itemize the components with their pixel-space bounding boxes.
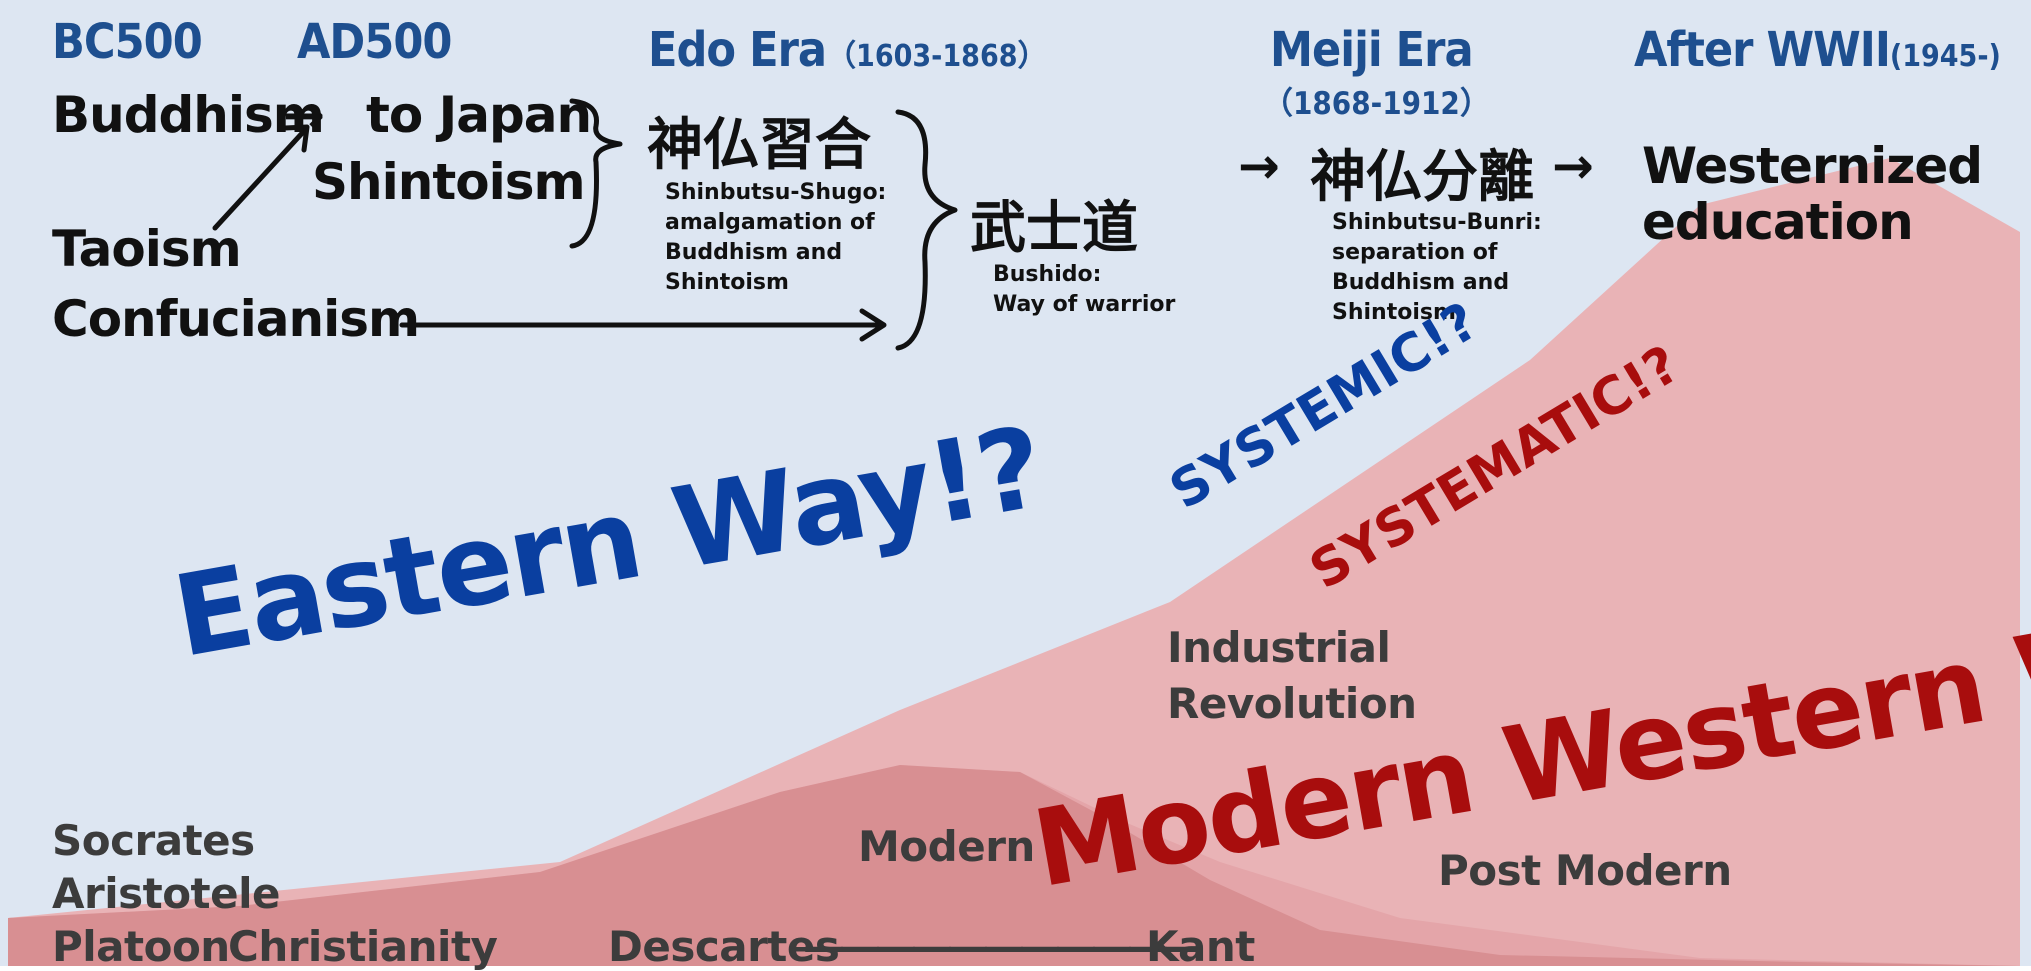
note-bushido: Bushido: Way of warrior xyxy=(993,262,1176,317)
buddhism-arrow-icon: → xyxy=(283,86,325,144)
kanji-bushido: 武士道 xyxy=(970,196,1138,261)
kanji-shinbutsu-shugo: 神仏習合 xyxy=(647,113,871,178)
label-platoon: Platoon xyxy=(52,922,230,971)
label-kant: Kant xyxy=(1146,922,1255,971)
label-westernized-education: Westernized education xyxy=(1642,137,1983,251)
era-wwii-years: (1945-) xyxy=(1889,39,2001,74)
label-industrial-revolution: Industrial Revolution xyxy=(1167,623,1417,728)
era-after-wwii: After WWII(1945-) xyxy=(1634,22,2001,78)
era-edo-name: Edo Era xyxy=(648,22,827,78)
label-philosophers: Socrates Aristotele xyxy=(52,816,281,918)
label-post-modern: Post Modern xyxy=(1438,846,1732,895)
label-christianity: Christianity xyxy=(228,922,498,971)
bushido-brace xyxy=(895,109,958,351)
era-meiji-years: （1868-1912） xyxy=(1262,86,1491,122)
wwii-arrow-icon: → xyxy=(1552,137,1594,195)
era-bc500: BC500 xyxy=(52,14,203,70)
label-to-japan: to Japan xyxy=(366,86,592,144)
taoism-arrow xyxy=(212,127,308,231)
confucianism-arrowhead xyxy=(859,308,887,342)
modern-philosophy-curve xyxy=(8,765,2020,966)
label-confucianism: Confucianism xyxy=(52,290,420,348)
label-descartes: Descartes xyxy=(608,922,840,971)
kanji-shinbutsu-bunri: 神仏分離 xyxy=(1310,145,1534,210)
shintoism-brace xyxy=(569,98,623,249)
era-edo-years: （1603-1868） xyxy=(826,39,1048,74)
label-taoism: Taoism xyxy=(52,220,242,278)
era-meiji-name: Meiji Era xyxy=(1270,22,1474,78)
era-edo: Edo Era（1603-1868） xyxy=(648,22,1048,78)
meiji-arrow-icon: → xyxy=(1238,137,1280,195)
label-shintoism: Shintoism xyxy=(312,153,586,211)
modern-western-curve xyxy=(8,158,2020,966)
note-shinbutsu-shugo: Shinbutsu-Shugo: amalgamation of Buddhis… xyxy=(665,180,887,295)
label-buddhism: Buddhism xyxy=(52,86,325,144)
label-modern: Modern xyxy=(858,822,1035,871)
note-shinbutsu-bunri: Shinbutsu-Bunri: separation of Buddhism … xyxy=(1332,210,1542,325)
descartes-kant-line: ——————————— xyxy=(803,922,1205,971)
taoism-arrowhead xyxy=(282,124,310,153)
era-wwii-name: After WWII xyxy=(1634,22,1891,78)
era-ad500: AD500 xyxy=(297,14,452,70)
